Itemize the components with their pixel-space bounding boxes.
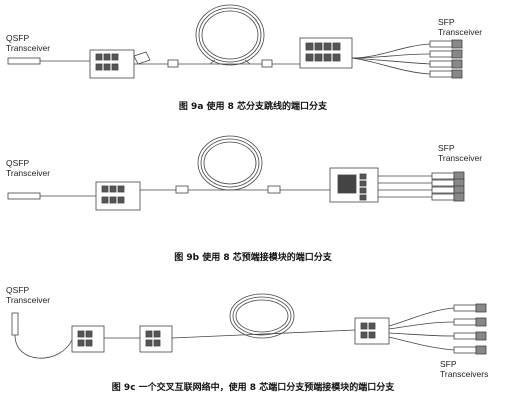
- sfp-transceivers-b: [431, 171, 465, 202]
- patch-panel-right-a: [299, 37, 353, 69]
- sfp-transceivers-c: [453, 303, 487, 355]
- qsfp-transceiver-c: [11, 312, 19, 336]
- figure-9a-caption: 图 9a 使用 8 芯分支跳线的端口分支: [178, 102, 328, 112]
- qsfp-transceiver-b: [7, 192, 41, 200]
- qsfp-label-c: QSFP Transceiver: [6, 285, 51, 305]
- patch-panel-left-c: [71, 325, 105, 353]
- cable-coil-b: [197, 135, 263, 191]
- qsfp-transceiver-a: [7, 57, 41, 65]
- sfp-label-c: SFP Transceivers: [440, 359, 489, 379]
- patch-panel-mid-c: [139, 325, 173, 353]
- figure-9b-drawing: [7, 135, 465, 211]
- figure-9c-drawing: [11, 293, 487, 359]
- sfp-label-b: SFP Transceiver: [438, 143, 483, 163]
- qsfp-label-a: QSFP Transceiver: [6, 33, 51, 53]
- figure-9b-caption: 图 9b 使用 8 芯预端接模块的端口分支: [174, 253, 332, 263]
- cable-coil-a: [195, 4, 265, 66]
- qsfp-label-b: QSFP Transceiver: [6, 158, 51, 178]
- sfp-transceivers-a: [429, 39, 463, 79]
- sfp-label-a: SFP Transceiver: [438, 17, 483, 37]
- figure-9c-caption: 图 9c 一个交叉互联网络中，使用 8 芯端口分支预端接模块的端口分支: [111, 383, 395, 393]
- figure-9a-drawing: [7, 4, 463, 79]
- preterminated-module-c: [354, 317, 390, 345]
- cable-coil-c: [229, 293, 295, 339]
